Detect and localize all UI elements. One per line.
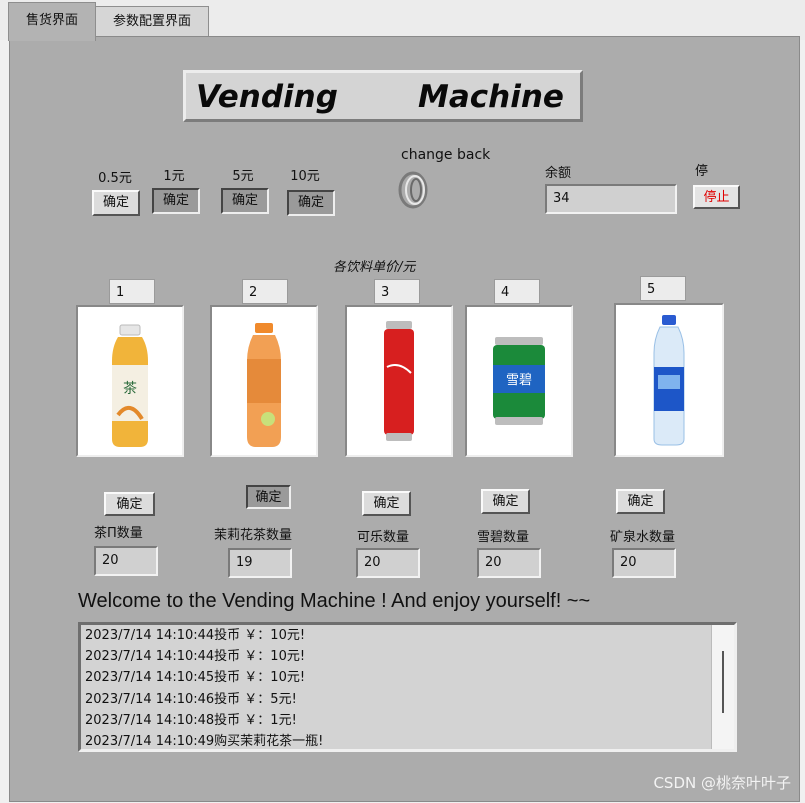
coin-label-5: 5元 <box>232 169 254 184</box>
title-banner: Vending Machine <box>183 70 583 122</box>
log-line: 2023/7/14 14:10:45投币 ￥：10元! <box>85 670 306 686</box>
qty-label-1: 茶П数量 <box>94 526 143 541</box>
prices-caption: 各饮料单价/元 <box>333 260 416 275</box>
welcome-message: Welcome to the Vending Machine ! And enj… <box>78 590 591 612</box>
tea-bottle-icon: 茶 <box>76 305 184 457</box>
qty-field-5[interactable]: 20 <box>612 548 676 578</box>
coin-1-button[interactable]: 确定 <box>152 188 200 214</box>
buy-drink-4-button[interactable]: 确定 <box>481 489 530 514</box>
price-5-field[interactable]: 5 <box>640 276 686 301</box>
qty-field-4[interactable]: 20 <box>477 548 541 578</box>
log-line: 2023/7/14 14:10:46投币 ￥：5元! <box>85 691 297 707</box>
qty-label-3: 可乐数量 <box>357 530 410 545</box>
tab-config[interactable]: 参数配置界面 <box>95 6 209 41</box>
log-scrollbar[interactable] <box>711 625 734 749</box>
buy-drink-2-button[interactable]: 确定 <box>246 485 291 509</box>
transaction-log[interactable]: 2023/7/14 14:10:44投币 ￥：10元! 2023/7/14 14… <box>78 622 737 752</box>
watermark: CSDN @桃奈叶叶子 <box>653 774 791 792</box>
log-line: 2023/7/14 14:10:44投币 ￥：10元! <box>85 649 306 665</box>
cola-can-icon <box>345 305 453 457</box>
change-back-label: change back <box>401 147 491 163</box>
title-left: Vending <box>196 79 338 115</box>
price-4-field[interactable]: 4 <box>494 279 540 304</box>
coin-label-10: 10元 <box>290 169 320 184</box>
jasmine-tea-bottle-icon <box>210 305 318 457</box>
coin-0.5-button[interactable]: 确定 <box>92 190 140 216</box>
log-line: 2023/7/14 14:10:48投币 ￥：1元! <box>85 712 297 728</box>
change-back-knob-icon[interactable] <box>396 170 432 210</box>
water-bottle-icon <box>614 303 724 457</box>
tab-sales[interactable]: 售货界面 <box>8 2 96 41</box>
balance-field: 34 <box>545 184 677 214</box>
price-1-field[interactable]: 1 <box>109 279 155 304</box>
buy-drink-5-button[interactable]: 确定 <box>616 489 665 514</box>
svg-text:茶: 茶 <box>123 381 137 397</box>
tab-bar: 售货界面 参数配置界面 <box>0 0 805 41</box>
balance-label: 余额 <box>545 166 572 181</box>
qty-field-3[interactable]: 20 <box>356 548 420 578</box>
coin-label-1: 1元 <box>163 169 185 184</box>
price-2-field[interactable]: 2 <box>242 279 288 304</box>
qty-label-4: 雪碧数量 <box>477 530 530 545</box>
scroll-thumb[interactable] <box>722 651 724 713</box>
price-3-field[interactable]: 3 <box>374 279 420 304</box>
stop-button[interactable]: 停止 <box>693 185 740 209</box>
sprite-can-icon: 雪碧 <box>465 305 573 457</box>
buy-drink-1-button[interactable]: 确定 <box>104 492 155 516</box>
log-line: 2023/7/14 14:10:49购买茉莉花茶一瓶! <box>85 734 324 750</box>
qty-label-5: 矿泉水数量 <box>610 530 676 545</box>
qty-field-2[interactable]: 19 <box>228 548 292 578</box>
log-line: 2023/7/14 14:10:44投币 ￥：10元! <box>85 628 306 643</box>
coin-10-button[interactable]: 确定 <box>287 190 335 216</box>
coin-5-button[interactable]: 确定 <box>221 188 269 214</box>
coin-label-0.5: 0.5元 <box>98 171 132 186</box>
title-right: Machine <box>418 79 564 115</box>
buy-drink-3-button[interactable]: 确定 <box>362 491 411 516</box>
svg-text:雪碧: 雪碧 <box>506 373 532 388</box>
qty-field-1[interactable]: 20 <box>94 546 158 576</box>
qty-label-2: 茉莉花茶数量 <box>214 528 293 543</box>
stop-label: 停 <box>695 164 709 179</box>
